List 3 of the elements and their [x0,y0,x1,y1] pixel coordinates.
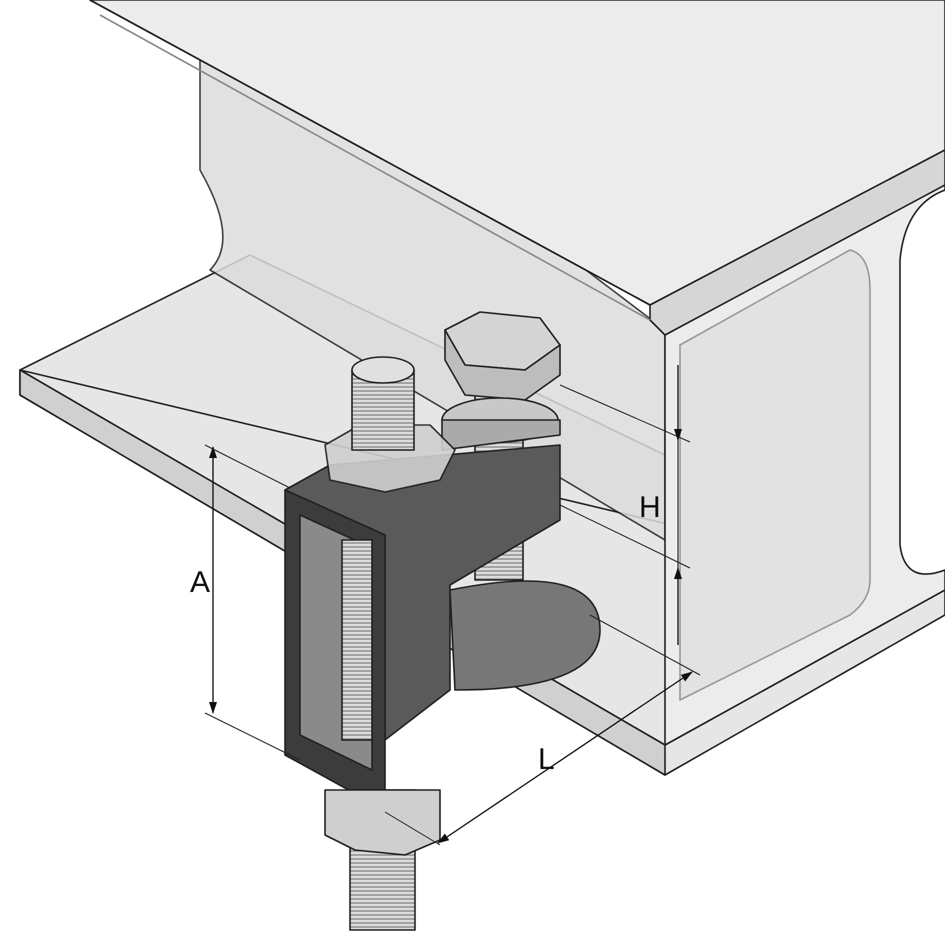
dimension-label: H [639,493,661,523]
dimension-label: L [538,745,555,775]
dimension-label: A [190,568,210,598]
